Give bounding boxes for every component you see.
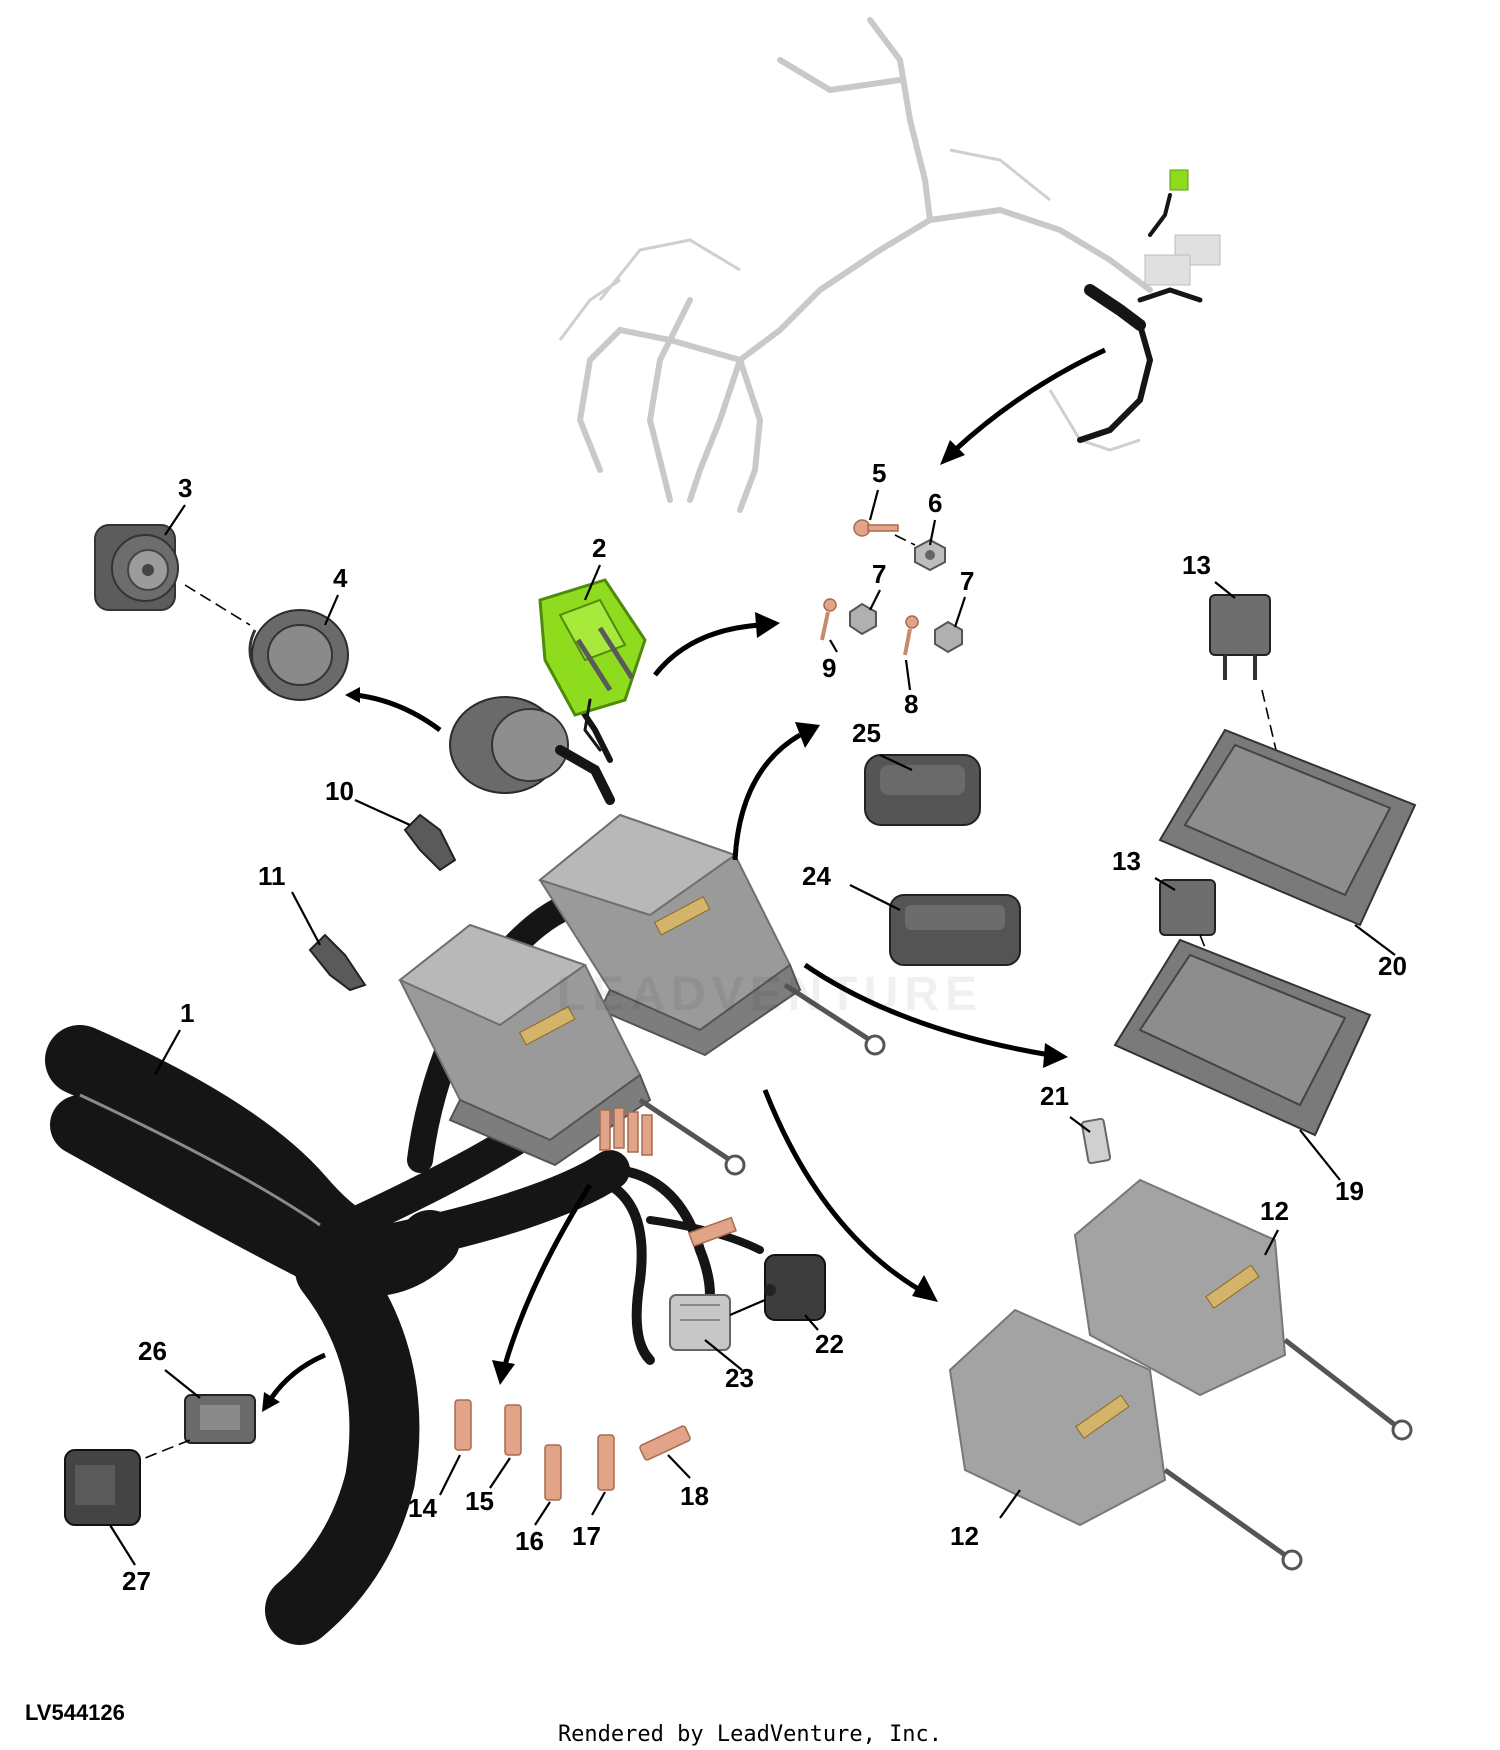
callout-4: 4 (333, 563, 348, 593)
diagram-id: LV544126 (25, 1700, 125, 1725)
callout-11: 11 (258, 861, 286, 891)
part-14-sleeve (454, 1399, 472, 1451)
callout-2: 2 (592, 533, 606, 563)
callout-26: 26 (138, 1336, 167, 1366)
part-25-connector-housing (864, 754, 981, 826)
leader-lines (109, 489, 1396, 1566)
part-18-sleeve (639, 1425, 691, 1461)
part-27-connector (64, 1449, 141, 1526)
callout-13b: 13 (1112, 846, 1141, 876)
callout-27: 27 (122, 1566, 151, 1596)
part-5-ring-terminal (853, 519, 899, 537)
part-19-relay-base (1113, 938, 1372, 1137)
callout-19: 19 (1335, 1176, 1364, 1206)
callout-12b: 12 (950, 1521, 979, 1551)
callout-25: 25 (852, 718, 881, 748)
part-8-ring-terminal (903, 615, 919, 656)
callout-10: 10 (325, 776, 354, 806)
callout-8: 8 (904, 689, 918, 719)
callout-13a: 13 (1182, 550, 1211, 580)
callout-12a: 12 (1260, 1196, 1289, 1226)
callout-24: 24 (802, 861, 831, 891)
callout-7a: 7 (872, 559, 886, 589)
callout-5: 5 (872, 458, 886, 488)
part-10-clip (403, 813, 457, 872)
relay-box-rear (537, 813, 886, 1057)
callout-23: 23 (725, 1363, 754, 1393)
part-15-sleeve (504, 1404, 522, 1456)
part-2-highlighted-bracket (538, 578, 647, 752)
assembled-copper-sleeves (599, 1107, 737, 1248)
part-24-connector-housing (889, 894, 1021, 966)
part-20-relay-base (1158, 728, 1417, 927)
part-7-nut-b (934, 620, 963, 654)
callout-17: 17 (572, 1521, 601, 1551)
part-11-clip (308, 933, 367, 992)
callout-3: 3 (178, 473, 192, 503)
part-12-cover-lower (948, 1308, 1303, 1571)
relay-box-front (398, 923, 746, 1176)
part-4-connector-seal (248, 609, 349, 701)
callout-6: 6 (928, 488, 942, 518)
callout-21: 21 (1040, 1081, 1069, 1111)
part-23-connector-body (669, 1294, 731, 1351)
callout-15: 15 (465, 1486, 494, 1516)
callout-labels: 1 2 3 4 5 6 7 7 8 9 10 11 12 12 13 13 14… (122, 458, 1407, 1596)
part-3-circular-connector (94, 524, 179, 611)
part-22-connector-cover (764, 1254, 826, 1321)
overview-to-parts-arrow (940, 347, 1107, 465)
part-9-ring-terminal (820, 598, 837, 641)
callout-16: 16 (515, 1526, 544, 1556)
part-12-cover-upper (1073, 1178, 1413, 1441)
callout-14: 14 (408, 1493, 437, 1523)
callout-22: 22 (815, 1329, 844, 1359)
part-7-nut-a (849, 602, 877, 636)
part-13-relay-top (1209, 594, 1271, 680)
part-17-sleeve (597, 1434, 615, 1491)
part-16-sleeve (544, 1444, 562, 1501)
watermark: LEADVENTURE (557, 968, 983, 1021)
assembled-circular-connector (449, 696, 615, 805)
render-credit: Rendered by LeadVenture, Inc. (557, 1722, 943, 1747)
callout-9: 9 (822, 653, 836, 683)
part-26-connector (184, 1394, 256, 1444)
callout-1: 1 (180, 998, 194, 1028)
callout-7b: 7 (960, 566, 974, 596)
callout-18: 18 (680, 1481, 709, 1511)
callout-20: 20 (1378, 951, 1407, 981)
part-13-relay-lower (1159, 879, 1216, 936)
part-21-fuse (1080, 1117, 1112, 1165)
harness-overview-ghost (558, 17, 1221, 513)
